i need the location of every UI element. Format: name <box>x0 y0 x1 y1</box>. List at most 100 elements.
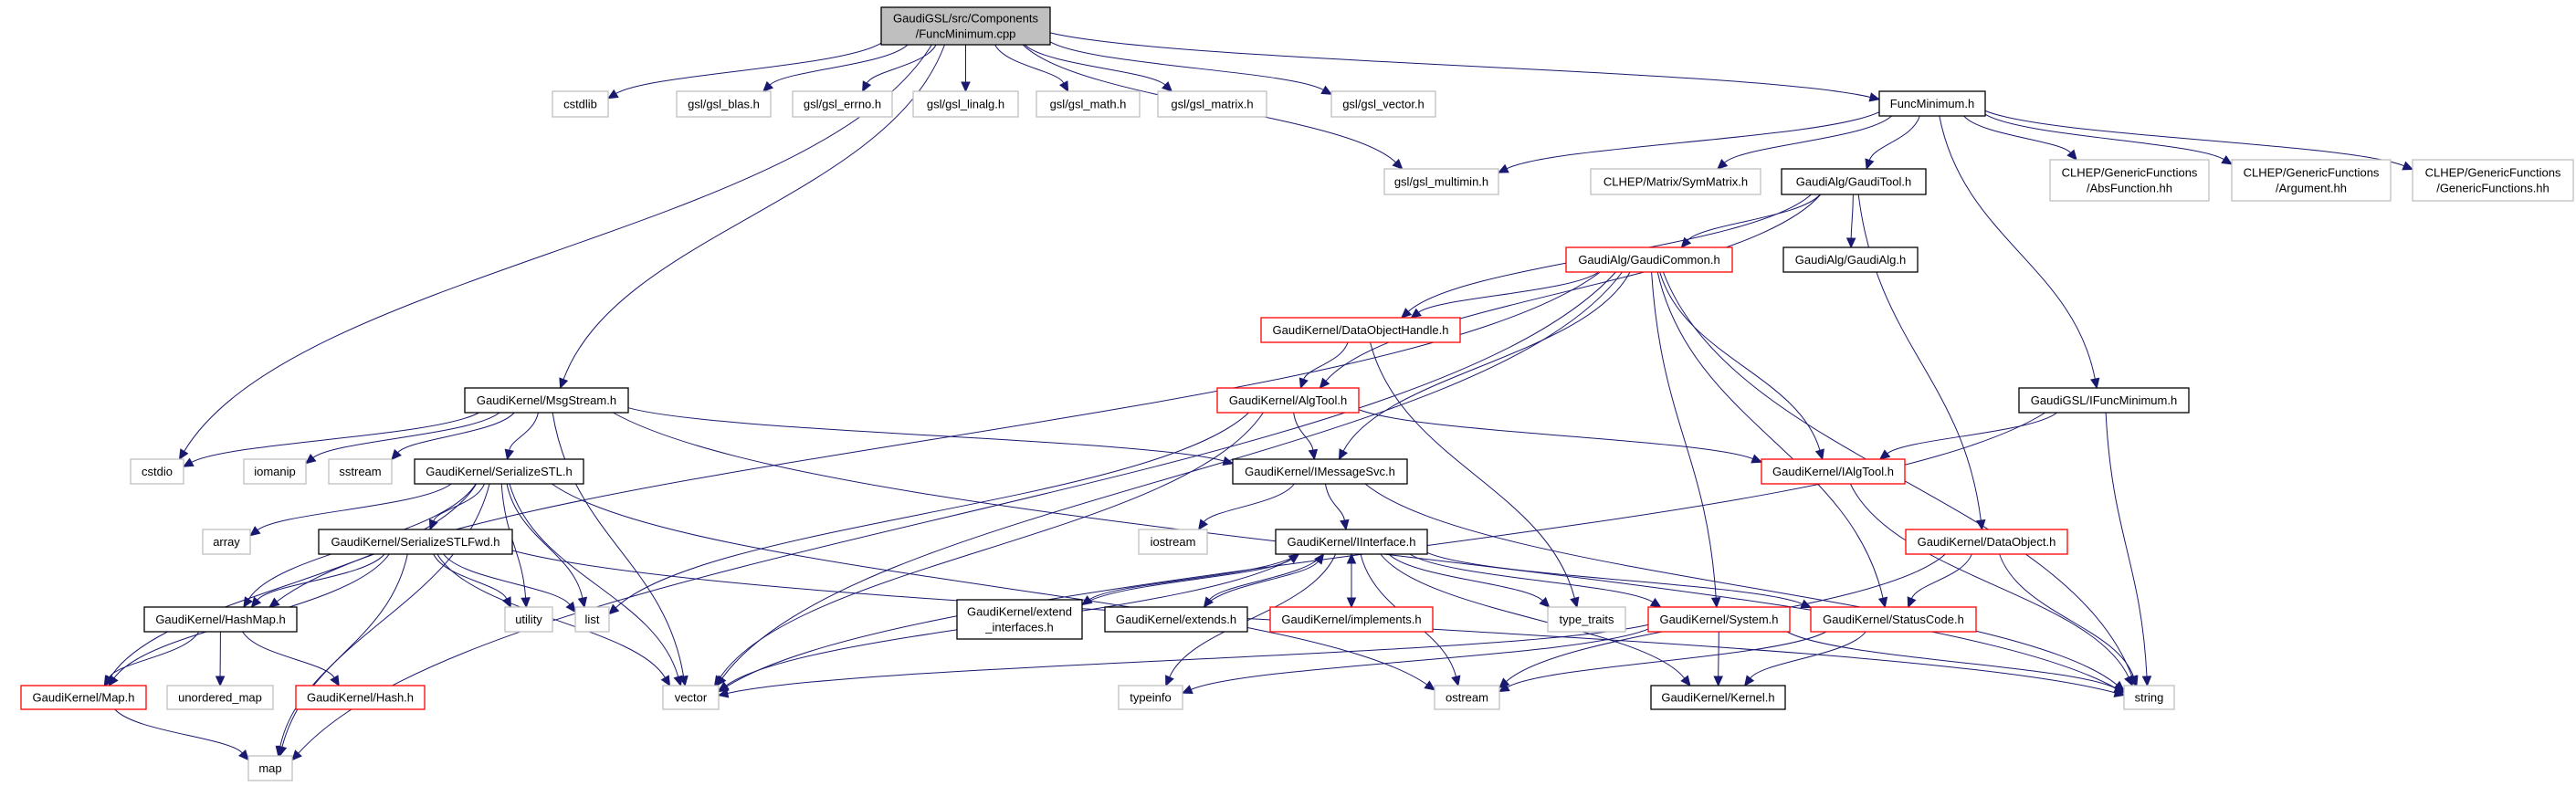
node-gsl-multimin[interactable]: gsl/gsl_multimin.h <box>1383 168 1499 195</box>
node-box <box>1878 90 1986 117</box>
edge-root-to-gsl-math <box>994 44 1069 93</box>
node-typeinfo[interactable]: typeinfo <box>1118 685 1183 710</box>
arrowhead-icon <box>1288 553 1300 564</box>
node-label: GaudiKernel/StatusCode.h <box>1823 613 1964 626</box>
node-dataobjecthandle[interactable]: GaudiKernel/DataObjectHandle.h <box>1260 317 1461 343</box>
node-iinterface[interactable]: GaudiKernel/IInterface.h <box>1275 529 1428 555</box>
edge-serializestl-to-ostream <box>552 483 1435 691</box>
node-box <box>1761 458 1906 485</box>
edge-line <box>1426 551 1803 605</box>
arrowhead-icon <box>2124 675 2133 687</box>
node-box <box>1216 387 1360 414</box>
arrowhead-icon <box>1392 158 1404 170</box>
node-box <box>574 606 610 633</box>
arrowhead-icon <box>1878 449 1891 460</box>
node-vector[interactable]: vector <box>662 685 720 710</box>
edge-line <box>1999 553 2135 677</box>
node-hashmap[interactable]: GaudiKernel/HashMap.h <box>143 606 298 633</box>
node-label: GaudiKernel/Hash.h <box>307 691 414 705</box>
arrowhead-icon <box>660 675 671 687</box>
edge-algtool-to-vector <box>713 412 1264 687</box>
node-statuscode[interactable]: GaudiKernel/StatusCode.h <box>1810 606 1977 633</box>
node-dataobject[interactable]: GaudiKernel/DataObject.h <box>1905 529 2068 555</box>
arrowhead-icon <box>1424 680 1435 691</box>
arrowhead-icon <box>1865 158 1875 171</box>
node-label: GaudiKernel/DataObjectHandle.h <box>1273 323 1449 337</box>
node-root[interactable]: GaudiGSL/src/Components/FuncMinimum.cpp <box>880 6 1051 46</box>
node-label: cstdlib <box>563 98 597 111</box>
node-absfunction[interactable]: CLHEP/GenericFunctions/AbsFunction.hh <box>2049 159 2210 202</box>
edge-line <box>1204 561 1319 608</box>
edge-line <box>242 631 335 678</box>
node-extends[interactable]: GaudiKernel/extends.h <box>1104 606 1248 633</box>
node-cstdlib[interactable]: cstdlib <box>552 90 609 118</box>
node-string[interactable]: string <box>2123 685 2175 710</box>
node-iomanip[interactable]: iomanip <box>243 458 307 485</box>
edge-funcmin-h-to-argument <box>1984 113 2234 165</box>
node-label: GaudiKernel/System.h <box>1659 613 1778 626</box>
node-gsl-blas[interactable]: gsl/gsl_blas.h <box>676 90 772 118</box>
node-label: GaudiKernel/Kernel.h <box>1661 691 1774 705</box>
node-type-traits[interactable]: type_traits <box>1547 606 1626 633</box>
node-serializestlfwd[interactable]: GaudiKernel/SerializeSTLFwd.h <box>318 529 513 555</box>
arrowhead-icon <box>250 596 262 608</box>
node-imessagesvc[interactable]: GaudiKernel/IMessageSvc.h <box>1232 458 1408 485</box>
edge-line <box>1088 553 1299 601</box>
node-utility[interactable]: utility <box>504 606 553 633</box>
edge-funcmin-h-to-gsl-multimin <box>1497 111 1880 173</box>
node-gsl-matrix[interactable]: gsl/gsl_matrix.h <box>1157 90 1267 118</box>
edge-msgstream-to-cstdio <box>182 412 479 467</box>
node-list[interactable]: list <box>574 606 610 633</box>
node-ialgtool[interactable]: GaudiKernel/IAlgTool.h <box>1761 458 1906 485</box>
node-funcmin-h[interactable]: FuncMinimum.h <box>1878 90 1986 117</box>
node-gaudicommon[interactable]: GaudiAlg/GaudiCommon.h <box>1565 246 1733 273</box>
node-argument[interactable]: CLHEP/GenericFunctions/Argument.hh <box>2231 159 2392 202</box>
node-label: /AbsFunction.hh <box>2087 182 2172 195</box>
node-box <box>1330 90 1436 118</box>
node-gaudialg[interactable]: GaudiAlg/GaudiAlg.h <box>1782 246 1919 273</box>
node-mapH[interactable]: GaudiKernel/Map.h <box>20 685 147 710</box>
arrowhead-icon <box>1497 163 1509 173</box>
node-serializestl[interactable]: GaudiKernel/SerializeSTL.h <box>414 458 584 485</box>
node-gsl-errno[interactable]: gsl/gsl_errno.h <box>792 90 893 118</box>
node-sstream[interactable]: sstream <box>328 458 393 485</box>
node-msgstream[interactable]: GaudiKernel/MsgStream.h <box>464 387 629 414</box>
node-gsl-linalg[interactable]: gsl/gsl_linalg.h <box>912 90 1019 118</box>
edge-serializestl-to-utility <box>500 483 531 609</box>
arrowhead-icon <box>717 681 730 692</box>
arrowhead-icon <box>1649 597 1662 608</box>
edge-serializestl-to-vector <box>509 483 683 687</box>
node-kernel[interactable]: GaudiKernel/Kernel.h <box>1650 685 1786 710</box>
node-implements[interactable]: GaudiKernel/implements.h <box>1269 606 1434 633</box>
edge-serializestlfwd-to-utility <box>433 553 511 609</box>
node-array[interactable]: array <box>202 529 251 555</box>
node-cstdio[interactable]: cstdio <box>130 458 184 485</box>
node-ifuncmin[interactable]: GaudiGSL/IFuncMinimum.h <box>2018 387 2190 414</box>
edge-root-to-gsl-linalg <box>961 45 971 93</box>
node-box <box>414 458 584 485</box>
edge-line <box>433 553 508 600</box>
node-iostream[interactable]: iostream <box>1138 529 1208 555</box>
edge-msgstream-to-sstream <box>391 412 515 461</box>
node-hash[interactable]: GaudiKernel/Hash.h <box>295 685 426 710</box>
node-gsl-vector[interactable]: gsl/gsl_vector.h <box>1330 90 1436 118</box>
node-unordered-map[interactable]: unordered_map <box>166 685 274 710</box>
node-label: gsl/gsl_vector.h <box>1342 98 1425 111</box>
node-system[interactable]: GaudiKernel/System.h <box>1647 606 1791 633</box>
node-ostream[interactable]: ostream <box>1434 685 1500 710</box>
node-genericfunctions[interactable]: CLHEP/GenericFunctions/GenericFunctions.… <box>2412 159 2574 202</box>
node-map[interactable]: map <box>247 755 293 781</box>
node-symmatrix[interactable]: CLHEP/Matrix/SymMatrix.h <box>1590 168 1761 195</box>
node-gauditool[interactable]: GaudiAlg/GaudiTool.h <box>1781 168 1927 195</box>
arrowhead-icon <box>1313 553 1325 565</box>
node-algtool[interactable]: GaudiKernel/AlgTool.h <box>1216 387 1360 414</box>
edge-gaudicommon-to-ialgtool <box>1659 271 1824 461</box>
edge-hashmap-to-mapH <box>103 631 200 687</box>
arrowhead-icon <box>1451 675 1461 687</box>
node-extend-interfaces[interactable]: GaudiKernel/extend_interfaces.h <box>956 599 1083 640</box>
node-box <box>1547 606 1626 633</box>
arrowhead-icon <box>1814 448 1824 461</box>
node-gsl-math[interactable]: gsl/gsl_math.h <box>1036 90 1141 118</box>
edge-line <box>552 483 1428 686</box>
edge-extends-to-iinterface <box>1204 553 1325 608</box>
